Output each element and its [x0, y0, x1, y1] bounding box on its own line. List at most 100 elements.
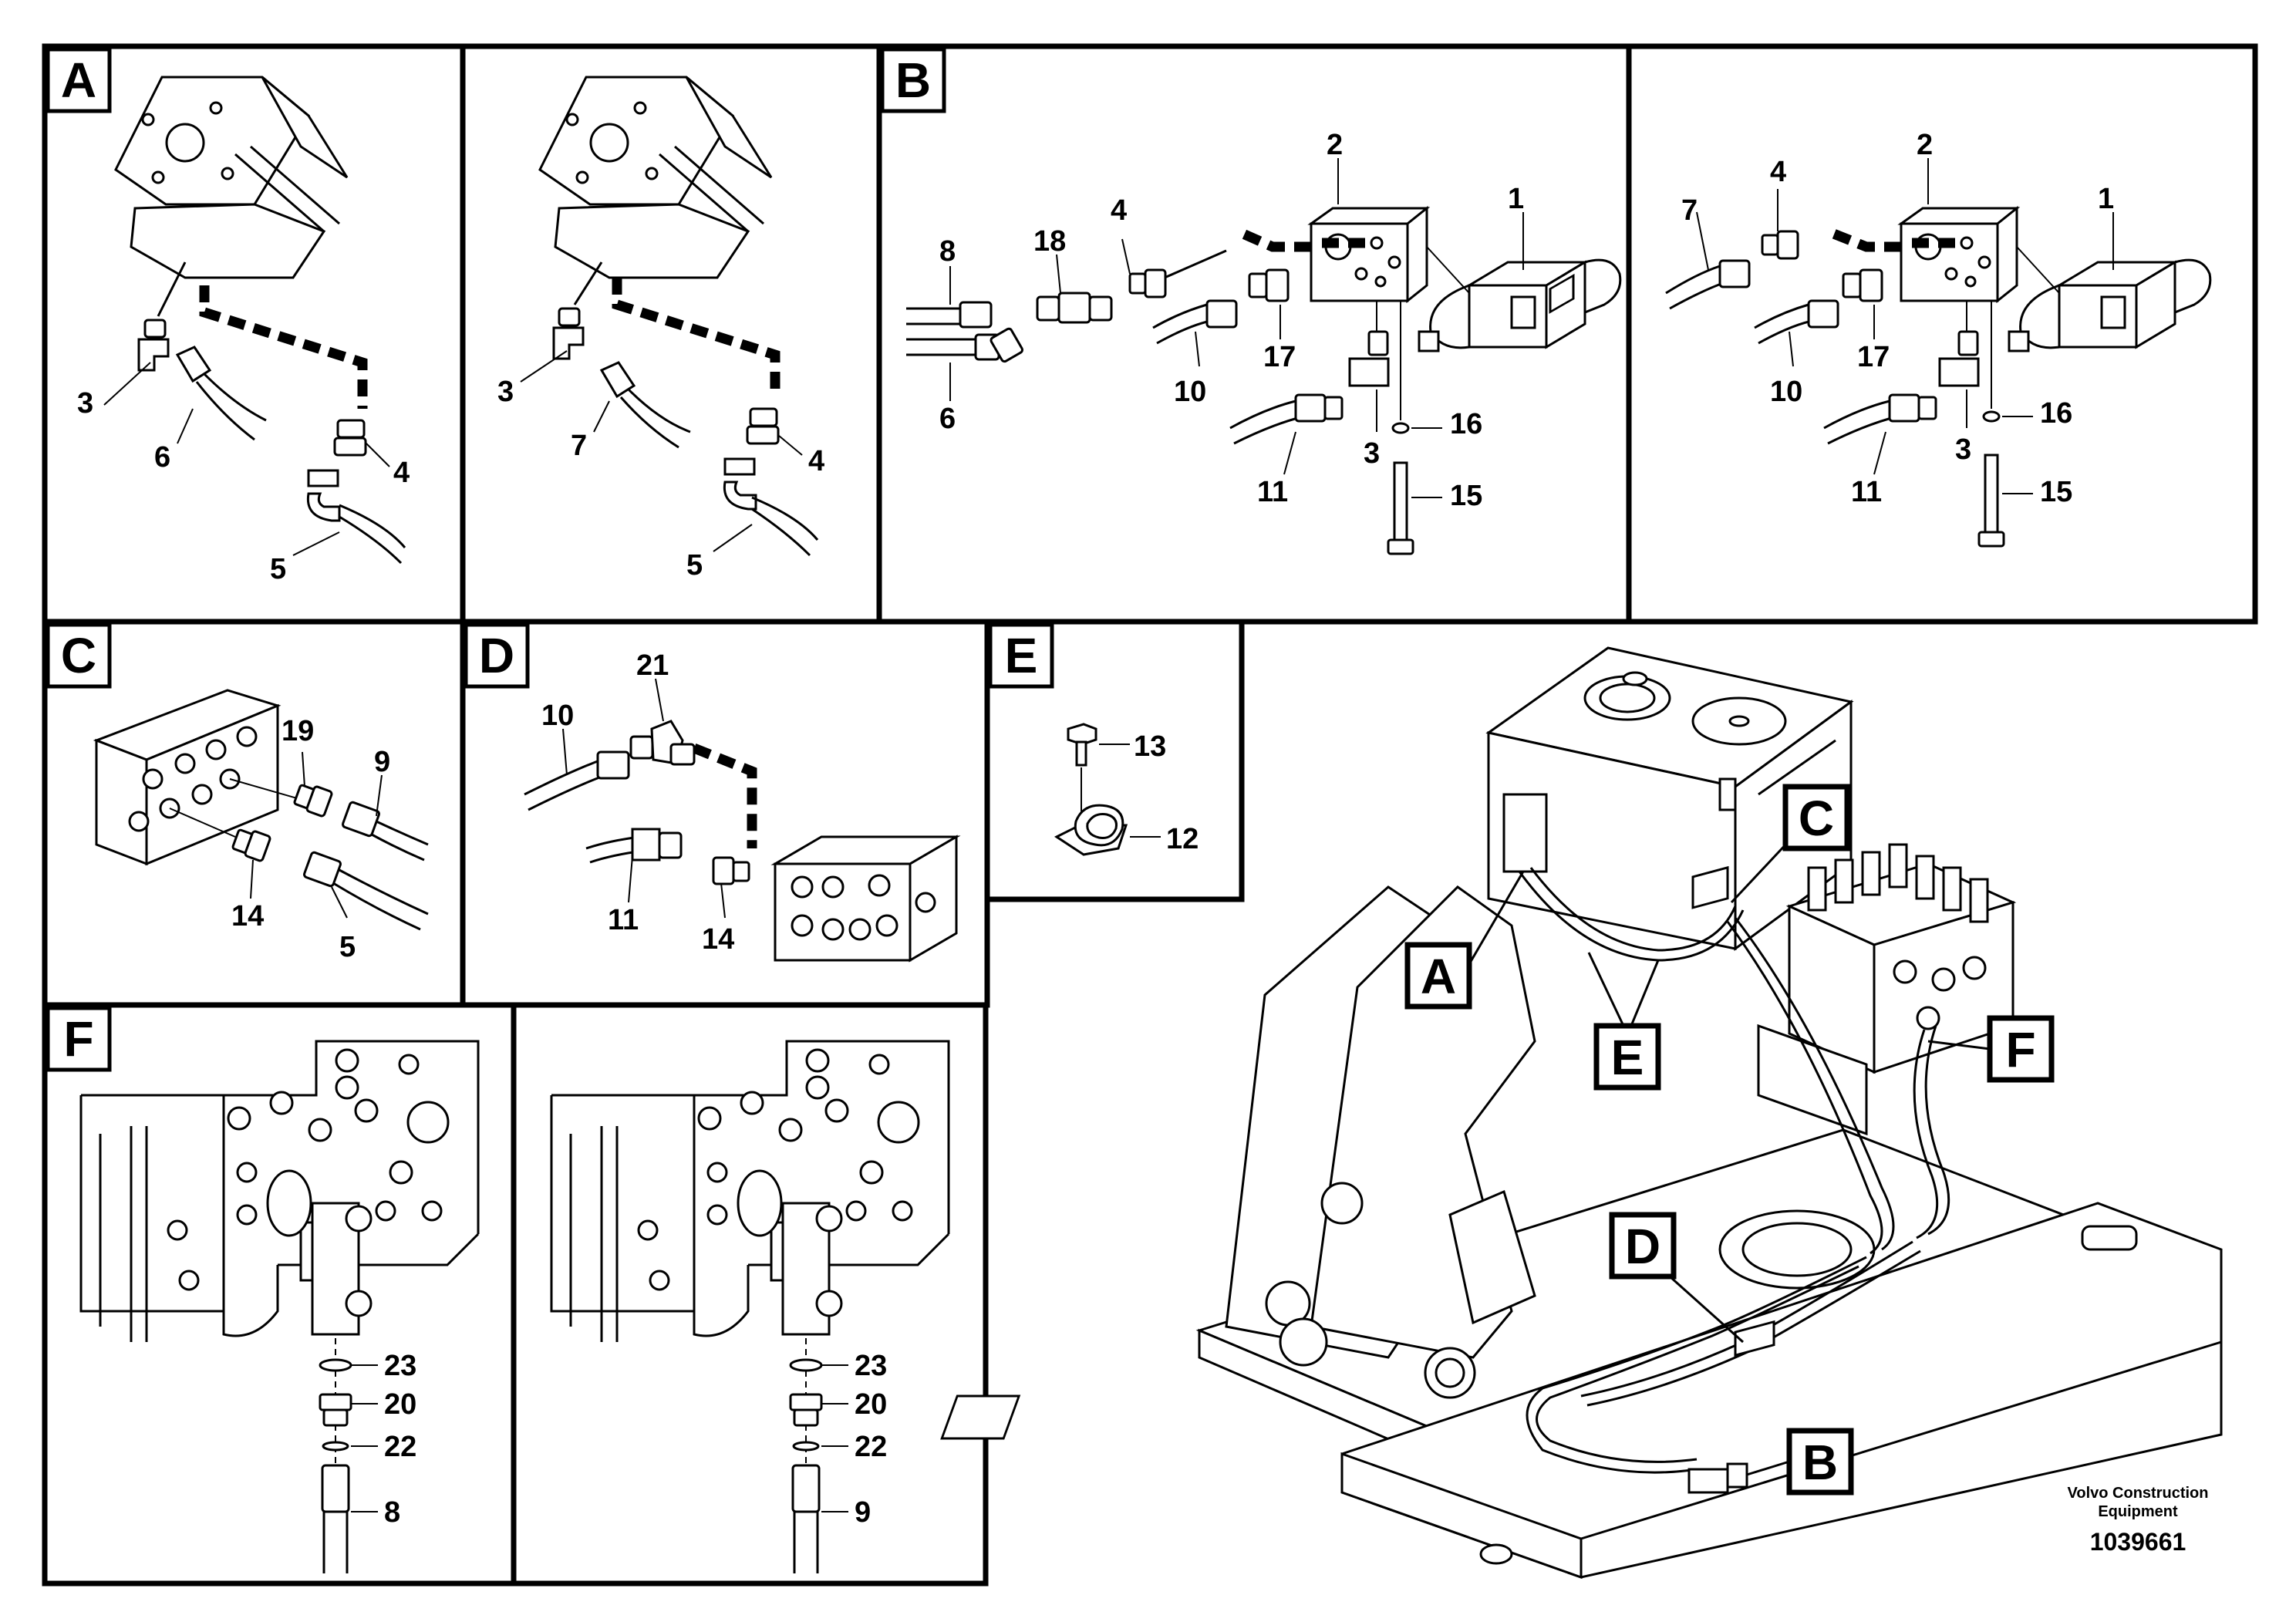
overview-label-c: C [1782, 784, 1850, 851]
svg-text:F: F [2005, 1022, 2035, 1077]
callout-21: 21 [636, 649, 669, 682]
bulkhead-plate [93, 689, 282, 866]
svg-text:E: E [1005, 628, 1038, 683]
panel-f-left-drawing: 23 20 22 8 [79, 1040, 480, 1573]
hydraulic-tank [1485, 646, 1854, 951]
callout-23: 23 [384, 1350, 416, 1382]
clamp-12 [1054, 804, 1128, 856]
callout-17: 17 [1263, 341, 1296, 373]
callout-3: 3 [1955, 433, 1971, 466]
overview-label-d: D [1609, 1212, 1677, 1280]
panel-c-drawing: 19 9 14 5 [93, 689, 429, 963]
panel-d-drawing: 21 10 11 14 [524, 649, 961, 963]
hose-6 [175, 346, 267, 441]
callout-6: 6 [154, 441, 170, 474]
overview-label-b: B [1786, 1428, 1854, 1496]
hose-10 [1754, 299, 1839, 345]
fitting-14 [231, 828, 271, 862]
hose-6 [906, 327, 1024, 363]
adapter-4 [1128, 268, 1167, 298]
nipple-20 [319, 1393, 352, 1427]
callout-5: 5 [270, 553, 286, 585]
callout-17: 17 [1857, 341, 1890, 373]
port-tube [737, 1169, 843, 1336]
callout-6: 6 [939, 403, 956, 435]
callout-4: 4 [1770, 156, 1786, 188]
machine-overview-drawing [940, 646, 2223, 1580]
drawing-number: 1039661 [2090, 1528, 2186, 1556]
svg-text:B: B [895, 52, 931, 108]
overview-label-boxes: A C E F D B [1404, 784, 2055, 1496]
control-valve-block [538, 76, 773, 279]
port-tube [266, 1169, 373, 1336]
overview-label-e: E [1593, 1023, 1661, 1091]
callout-22: 22 [384, 1431, 416, 1463]
callout-12: 12 [1166, 823, 1199, 855]
hose-11 [1823, 393, 1937, 445]
callout-16: 16 [1450, 408, 1482, 440]
callout-2: 2 [1327, 129, 1343, 161]
callout-4: 4 [393, 457, 410, 489]
elbow-fitting-3 [137, 319, 170, 372]
control-valve-stack [1757, 843, 2017, 1136]
hose-7 [599, 361, 691, 449]
panel-e-frame [984, 619, 1245, 902]
solenoid-valve-b [1687, 1462, 1748, 1494]
panel-e-drawing: 13 12 [1054, 723, 1199, 856]
svg-text:D: D [1625, 1219, 1660, 1274]
panel-f-right-frame [511, 1002, 989, 1587]
callout-20: 20 [384, 1388, 416, 1421]
panel-tag-d: D [464, 622, 530, 689]
bolt-15 [1977, 454, 2005, 548]
o-ring-22 [322, 1441, 349, 1452]
hose-8 [321, 1464, 350, 1573]
callout-11: 11 [1851, 476, 1882, 508]
panel-frames [42, 43, 2258, 1587]
elbow-fitting-3 [552, 307, 585, 360]
o-ring-22 [792, 1441, 820, 1452]
callout-9: 9 [855, 1496, 871, 1529]
callout-5: 5 [339, 931, 356, 963]
callout-8: 8 [384, 1496, 400, 1529]
elbow-fitting-3 [1348, 330, 1390, 387]
callout-1: 1 [2098, 183, 2114, 215]
svg-text:B: B [1802, 1435, 1838, 1490]
callout-11: 11 [1257, 476, 1288, 508]
callout-18: 18 [1033, 225, 1066, 258]
fitting-17 [1842, 268, 1883, 302]
o-ring-23 [319, 1358, 352, 1372]
overview-label-f: F [1987, 1015, 2055, 1083]
callout-14: 14 [702, 923, 734, 956]
panel-f-right-drawing: 23 20 22 9 [550, 1040, 950, 1573]
callout-14: 14 [231, 900, 264, 932]
valve-body-2 [1897, 205, 2021, 304]
callout-15: 15 [1450, 480, 1482, 512]
panel-a-right-drawing: 3 7 4 5 [497, 76, 824, 582]
adapter-18 [1036, 292, 1113, 324]
hose-5 [303, 851, 429, 931]
callout-3: 3 [77, 387, 93, 420]
panel-tag-b: B [880, 47, 946, 113]
elbow-fitting-21 [629, 720, 696, 766]
adapter-4 [746, 407, 780, 445]
callout-10: 10 [541, 700, 574, 732]
company-name-line-2: Equipment [2098, 1503, 2178, 1520]
distribution-block-d [1734, 1320, 1775, 1357]
svg-text:F: F [63, 1011, 93, 1067]
panel-b-right-drawing: 2 1 4 7 17 10 3 16 11 15 [1665, 129, 2212, 548]
solenoid-valve-1 [1418, 258, 1622, 352]
distribution-block [770, 835, 961, 963]
panel-letter-tags: A B C D E F [46, 47, 1054, 1072]
callout-15: 15 [2040, 476, 2072, 508]
callout-23: 23 [855, 1350, 887, 1382]
elbow-fitting-3 [1938, 330, 1980, 387]
overview-label-a: A [1404, 942, 1472, 1010]
callout-4: 4 [1111, 194, 1127, 227]
callout-10: 10 [1174, 376, 1206, 408]
solenoid-valve-1 [2008, 258, 2212, 352]
boom-bracket [1225, 885, 1536, 1399]
fitting-19 [293, 784, 333, 818]
callout-20: 20 [855, 1388, 887, 1421]
adapter-4 [333, 419, 367, 457]
callout-4: 4 [808, 445, 824, 477]
